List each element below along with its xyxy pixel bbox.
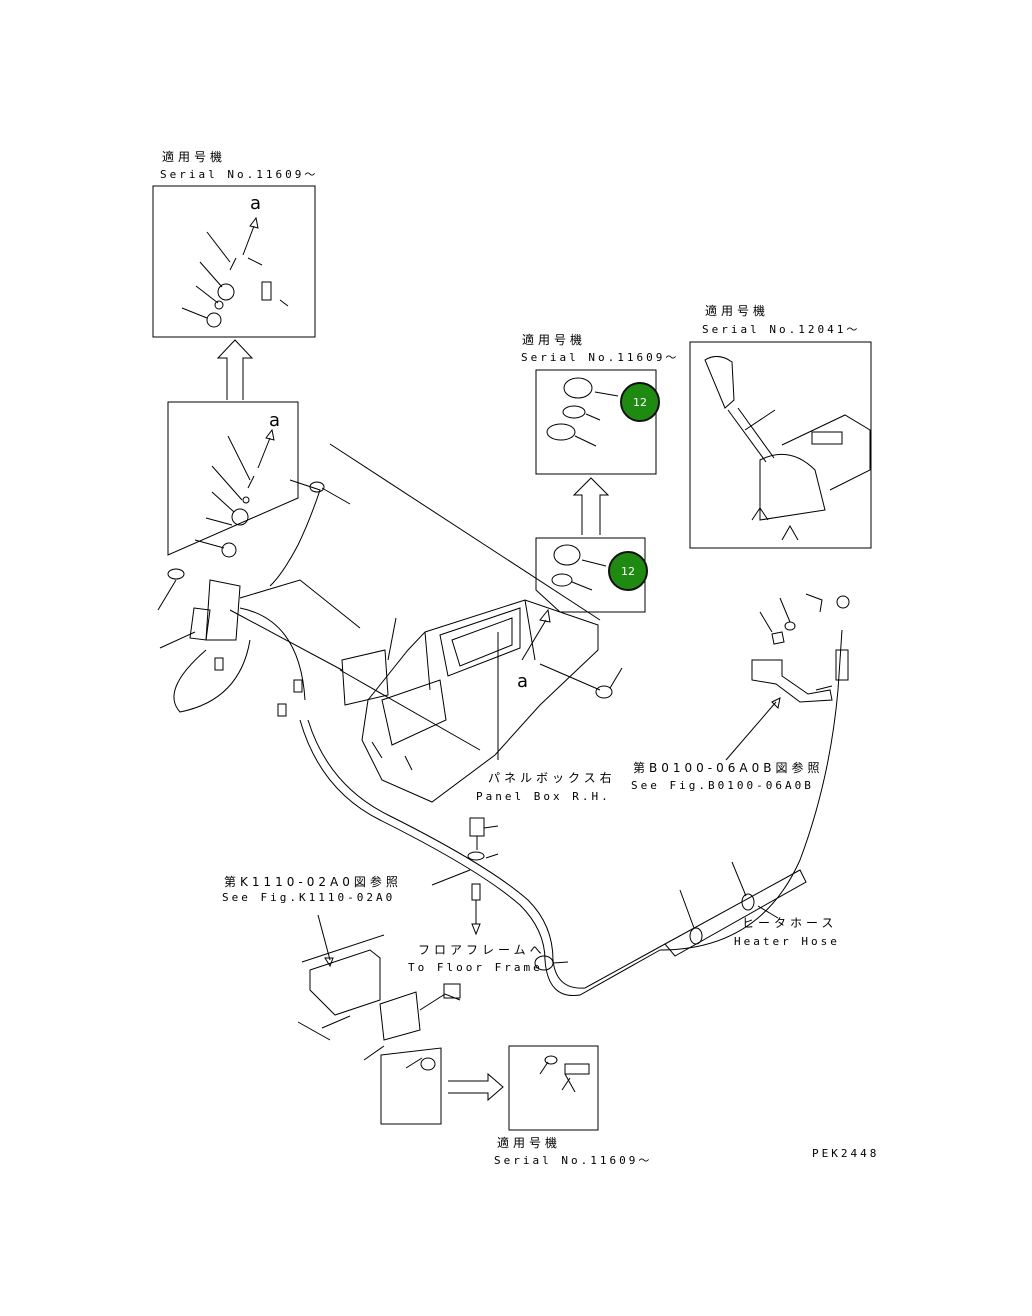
detail-box-center-lower bbox=[535, 537, 646, 613]
detail-box-serial-11609-top bbox=[152, 185, 316, 338]
detail-box-serial-12041 bbox=[689, 341, 872, 549]
fig-k1110-ref-en: See Fig.K1110-02A0 bbox=[222, 891, 396, 904]
fig-k1110-ref-jp: 第K1110-02A0図参照 bbox=[224, 875, 402, 889]
detail-box-serial-11609-bottom bbox=[508, 1045, 599, 1131]
heater-hose-label-jp: ヒータホース bbox=[742, 916, 838, 930]
drawing-code: PEK2448 bbox=[812, 1147, 880, 1160]
arrow-right-bottom bbox=[448, 1072, 504, 1102]
panel-box-rh bbox=[361, 599, 599, 803]
applicability-serial-4: Serial No.11609～ bbox=[494, 1154, 653, 1167]
applicability-serial-1: Serial No.11609～ bbox=[160, 168, 319, 181]
applicability-jp-1: 適用号機 bbox=[162, 150, 227, 164]
applicability-jp-4: 適用号機 bbox=[497, 1136, 562, 1150]
detail-box-left-middle bbox=[167, 401, 299, 556]
fig-b0100-ref-en: See Fig.B0100-06A0B bbox=[631, 779, 814, 792]
detail-letter-a-top: a bbox=[250, 193, 262, 214]
panel-box-label-en: Panel Box R.H. bbox=[476, 790, 611, 803]
floor-frame-label-jp: フロアフレームへ bbox=[418, 943, 546, 957]
detail-letter-a-panel: a bbox=[517, 671, 529, 692]
applicability-serial-2: Serial No.11609～ bbox=[521, 351, 680, 364]
heater-hose-label-en: Heater Hose bbox=[734, 935, 840, 948]
arrow-up-center bbox=[572, 477, 610, 535]
detail-letter-a-middle: a bbox=[269, 410, 281, 431]
panel-box-label-jp: パネルボックス右 bbox=[488, 771, 616, 785]
detail-box-serial-11609-center bbox=[535, 369, 657, 475]
applicability-serial-3: Serial No.12041～ bbox=[702, 323, 861, 336]
part-badge-12-upper[interactable]: 12 bbox=[620, 382, 660, 422]
floor-frame-label-en: To Floor Frame bbox=[408, 961, 543, 974]
applicability-jp-2: 適用号機 bbox=[522, 333, 587, 347]
detail-box-bottom-left bbox=[380, 1047, 442, 1125]
part-badge-12-lower[interactable]: 12 bbox=[608, 551, 648, 591]
fig-b0100-ref-jp: 第B0100-06A0B図参照 bbox=[633, 761, 824, 775]
arrow-up-left bbox=[216, 339, 254, 400]
applicability-jp-3: 適用号機 bbox=[705, 304, 770, 318]
